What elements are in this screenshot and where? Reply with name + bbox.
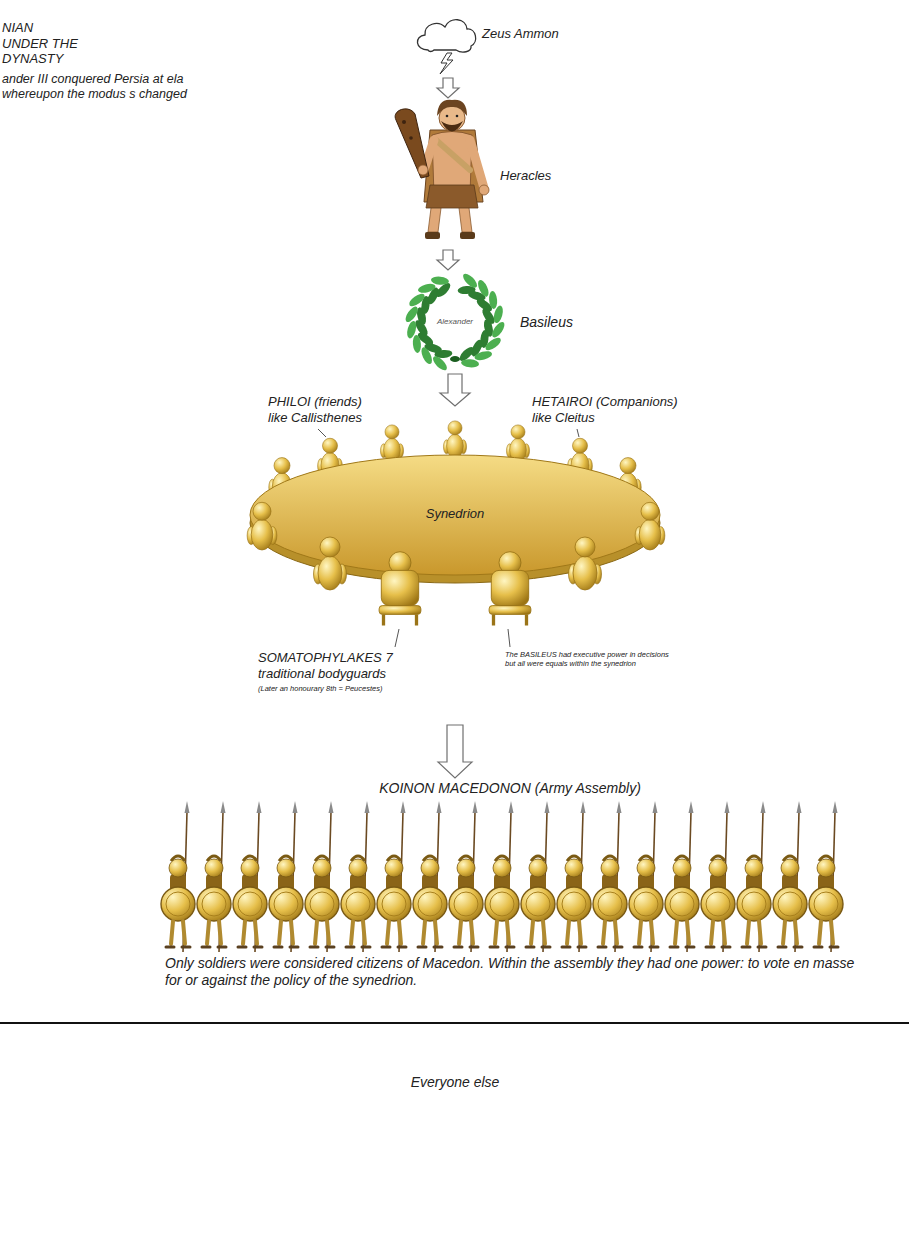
- figure-node: Zeus Ammon: [410, 14, 572, 76]
- figure-node: Heracles: [385, 100, 564, 248]
- flow-arrow: [437, 78, 459, 98]
- node-text: Alexander: [425, 317, 485, 327]
- flow-arrow: [440, 374, 470, 406]
- node-text: Zeus Ammon: [482, 26, 568, 42]
- figure-node: Alexander Basileus: [405, 272, 589, 372]
- callout-label: Everyone else: [355, 1074, 555, 1091]
- council-table: [250, 455, 660, 583]
- callout-label: SOMATOPHYLAKES 7 traditional bodyguards: [258, 650, 403, 681]
- callout-label: PHILOI (friends) like Callisthenes: [268, 394, 380, 425]
- figure-node: KOINON MACEDONON (Army Assembly) Only sol…: [150, 780, 874, 995]
- node-text: Only soldiers were considered citizens o…: [165, 955, 860, 989]
- node-text: Heracles: [500, 168, 560, 184]
- callout-label: HETAIROI (Companions) like Cleitus: [532, 394, 692, 425]
- callout-label: The BASILEUS had executive power in deci…: [505, 650, 670, 668]
- laurel-wreath: [403, 270, 508, 373]
- flow-arrow: [438, 725, 472, 778]
- leader-line: [318, 429, 579, 647]
- thunder-cloud: [417, 20, 475, 74]
- heracles-figure: [395, 100, 489, 239]
- node-text: KOINON MACEDONON (Army Assembly): [150, 780, 870, 797]
- callout-label: ander III conquered Persia at ela whereu…: [2, 72, 202, 102]
- council-figures-front: [247, 502, 665, 625]
- node-text: Synedrion: [405, 506, 505, 522]
- title-text: NIAN UNDER THE DYNASTY: [2, 20, 80, 67]
- soldier-row: [161, 801, 843, 952]
- callout-label: (Later an honourary 8th = Peucestes): [258, 684, 418, 693]
- node-text: Basileus: [520, 314, 585, 331]
- flow-arrow: [437, 250, 459, 270]
- divider-line: [0, 1022, 909, 1024]
